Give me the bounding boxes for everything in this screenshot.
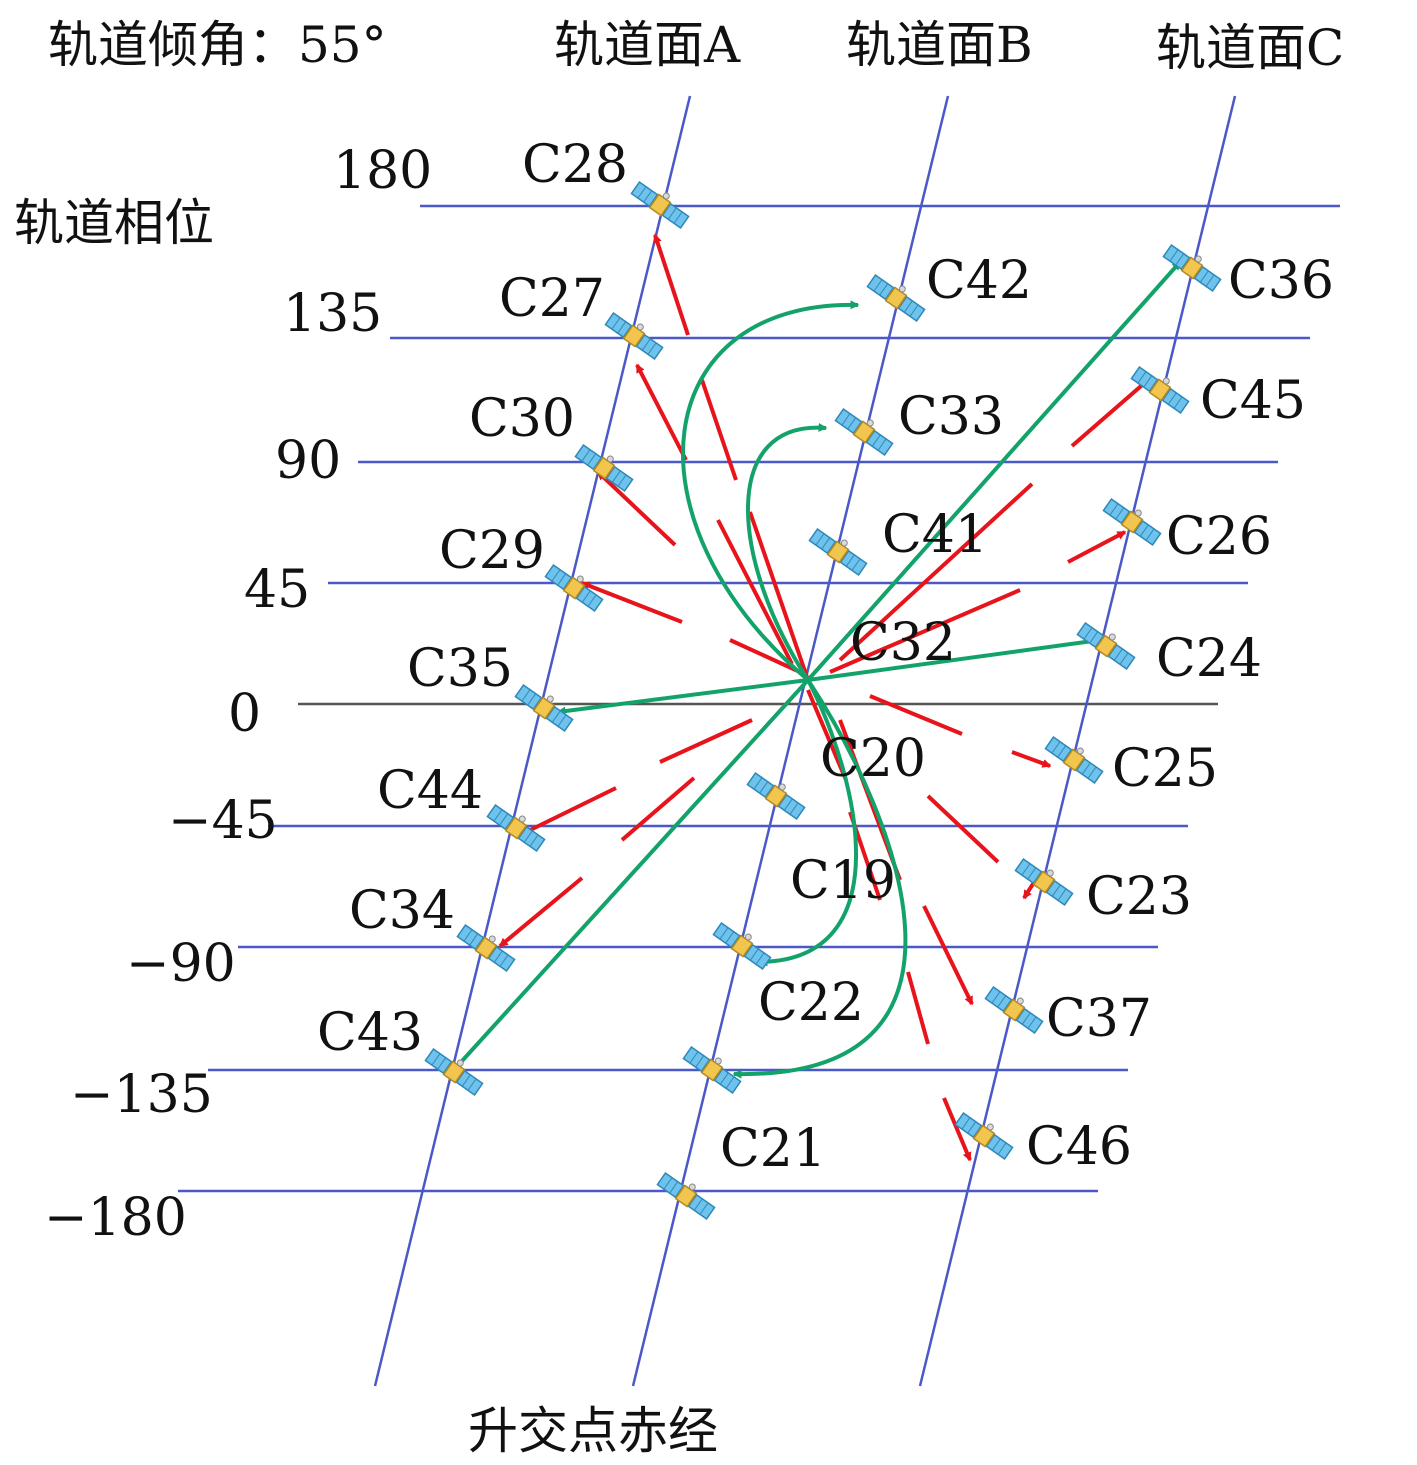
satellite-label: C30 [469, 389, 575, 449]
green-link-arrow [806, 260, 1182, 682]
satellite-label: C36 [1228, 251, 1334, 311]
tick-label: 90 [275, 431, 341, 491]
raan-axis-label: 升交点赤经 [468, 1402, 718, 1460]
green-link-arrow [732, 678, 908, 1079]
red-link-arrow [1011, 750, 1052, 768]
satellite-label: C25 [1112, 739, 1218, 799]
red-link-arrow [926, 794, 1000, 864]
red-link-arrow [1067, 530, 1127, 564]
tick-label: −45 [168, 791, 278, 851]
plane-a-labels: C28 C27 C30 C29 C35 C44 C34 C43 [317, 135, 628, 1063]
plane-b-labels: C42 C33 C41 C32 C20 C19 C22 C21 [720, 251, 1032, 1179]
satellite-icon [1161, 238, 1226, 293]
satellite-icon [833, 402, 898, 457]
tick-label: 0 [228, 684, 261, 744]
satellite-icon [807, 522, 872, 577]
green-link-arrow [556, 678, 809, 716]
satellite-label: C33 [898, 387, 1004, 447]
satellite-label: C45 [1200, 371, 1306, 431]
tick-label: 135 [283, 284, 382, 344]
red-link-arrow [869, 694, 963, 736]
satellite-icon [865, 268, 930, 323]
satellite-label: C28 [522, 135, 628, 195]
red-link-arrow [942, 1097, 972, 1162]
green-links [450, 260, 1182, 1079]
satellite-label: C27 [499, 269, 605, 329]
red-link-arrow [729, 638, 801, 674]
red-link-arrow [829, 588, 1021, 674]
phase-grid [178, 204, 1340, 1193]
red-link-arrow [635, 363, 688, 461]
tick-label: 180 [333, 141, 432, 201]
green-link-arrow [807, 636, 1102, 682]
red-link-arrow [580, 581, 683, 624]
orbit-planes [373, 95, 1237, 1387]
satellite-label: C34 [349, 881, 455, 941]
satellite-label: C41 [882, 505, 988, 565]
tick-label: −135 [70, 1065, 213, 1125]
plane-a-line [373, 95, 692, 1387]
tick-label: 45 [244, 560, 310, 620]
satellite-icon [573, 438, 638, 493]
plane-b-line [631, 95, 950, 1387]
satellite-icon [629, 175, 694, 230]
red-link-arrow [498, 876, 584, 948]
satellite-label: C44 [377, 761, 483, 821]
red-link-arrow [653, 233, 690, 336]
satellite-label: C24 [1156, 629, 1262, 689]
plane-c-title: 轨道面C [1156, 19, 1344, 77]
tick-label: −90 [126, 934, 236, 994]
plane-a-title: 轨道面A [554, 16, 741, 74]
red-link-arrow [596, 470, 677, 547]
satellite-label: C23 [1086, 867, 1192, 927]
satellite-label: C43 [317, 1003, 423, 1063]
red-link-arrow [748, 511, 810, 681]
green-link-arrow [450, 678, 810, 1074]
red-link-arrow [922, 905, 974, 1006]
red-link-arrow [806, 689, 848, 781]
satellite-label: C29 [439, 521, 545, 581]
plane-b-title: 轨道面B [846, 16, 1033, 74]
green-link-arrow [681, 300, 860, 682]
satellite-icon [655, 1166, 720, 1221]
red-link-arrow [620, 776, 696, 842]
inclination-title: 轨道倾角：55° [48, 16, 387, 74]
satellite-label: C32 [850, 613, 956, 673]
satellite-label: C19 [790, 851, 896, 911]
red-link-arrow [700, 379, 738, 481]
satellite-label: C46 [1026, 1117, 1132, 1177]
tick-label: −180 [44, 1188, 187, 1248]
satellite-label: C35 [407, 639, 513, 699]
red-link-arrow [838, 482, 1034, 662]
satellite-icon [1043, 730, 1108, 785]
red-link-arrow [906, 971, 930, 1045]
satellite-label: C37 [1046, 989, 1152, 1049]
plane-c-labels: C36 C45 C26 C24 C25 C23 C37 C46 [1026, 251, 1334, 1177]
satellite-icon [745, 766, 810, 821]
phase-axis-label: 轨道相位 [14, 194, 214, 252]
satellite-label: C21 [720, 1119, 826, 1179]
satellite-label: C26 [1166, 507, 1272, 567]
satellite-icon [681, 1040, 746, 1095]
satellite-icon [711, 916, 776, 971]
red-link-arrow [516, 786, 617, 838]
satellite-label: C20 [820, 729, 926, 789]
red-link-arrow [659, 718, 753, 764]
plane-c-line [918, 95, 1237, 1387]
red-link-arrow [1070, 378, 1150, 448]
satellite-label: C42 [926, 251, 1032, 311]
green-link-arrow [758, 679, 858, 967]
satellite-label: C22 [758, 973, 864, 1033]
red-link-arrow [716, 519, 794, 665]
phase-ticks: 180 135 90 45 0 −45 −90 −135 −180 [44, 141, 432, 1248]
green-link-arrow [746, 422, 828, 682]
